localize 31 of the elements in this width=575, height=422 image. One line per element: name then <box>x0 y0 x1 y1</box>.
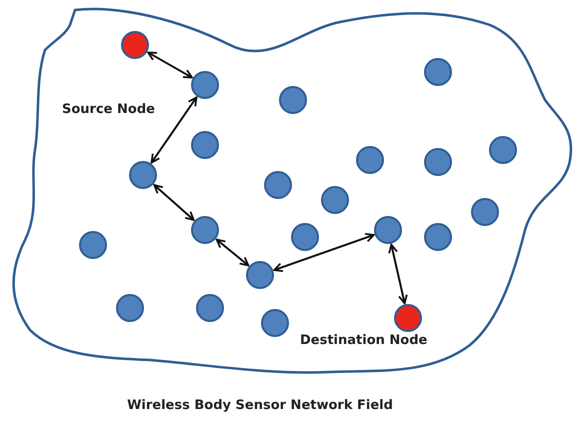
sensor-node <box>116 294 144 322</box>
arrow <box>388 244 408 304</box>
highlighted-sensor-node <box>394 304 422 332</box>
sensor-node <box>356 146 384 174</box>
sensor-node <box>424 148 452 176</box>
sensor-node <box>279 86 307 114</box>
sensor-node <box>471 198 499 226</box>
caption: Wireless Body Sensor Network Field <box>126 398 394 413</box>
node-label: Destination Node <box>300 333 428 348</box>
arrow <box>150 96 198 164</box>
sensor-node <box>191 71 219 99</box>
arrow <box>216 238 250 266</box>
arrow <box>153 184 195 221</box>
sensor-node <box>264 171 292 199</box>
highlighted-sensor-node <box>121 31 149 59</box>
node-label: Source Node <box>62 102 155 117</box>
sensor-node <box>489 136 517 164</box>
sensor-node <box>196 294 224 322</box>
arrow <box>147 52 193 78</box>
sensor-node <box>374 216 402 244</box>
sensor-node <box>191 216 219 244</box>
sensor-node <box>321 186 349 214</box>
arrow <box>273 232 375 272</box>
sensor-node <box>261 309 289 337</box>
sensor-node <box>291 223 319 251</box>
sensor-node <box>424 58 452 86</box>
sensor-node <box>424 223 452 251</box>
sensor-node <box>79 231 107 259</box>
sensor-node <box>129 161 157 189</box>
sensor-node <box>246 261 274 289</box>
sensor-node <box>191 131 219 159</box>
